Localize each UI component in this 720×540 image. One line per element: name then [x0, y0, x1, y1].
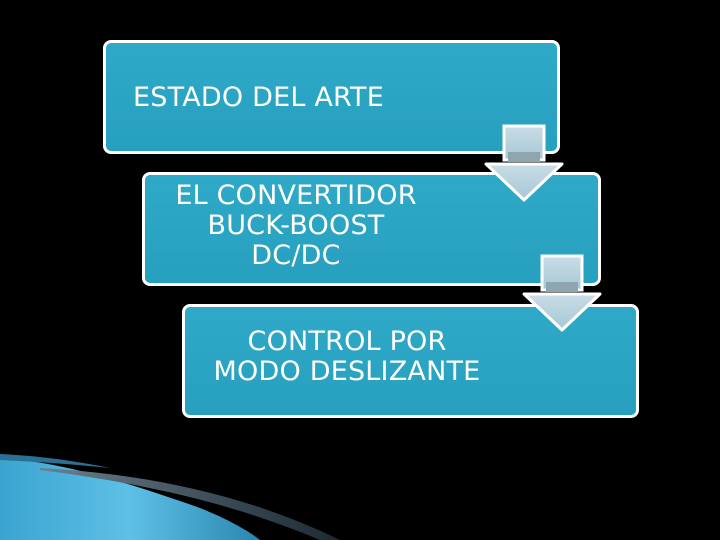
- step-3-line-1: CONTROL POR: [247, 326, 447, 357]
- diagram-step-1: ESTADO DEL ARTE: [103, 40, 560, 154]
- step-2-label: EL CONVERTIDOR BUCK-BOOST DC/DC: [165, 181, 427, 271]
- step-2-line-2: BUCK-BOOST: [207, 210, 385, 241]
- decorative-swoosh: [0, 454, 340, 540]
- down-arrow-icon: [522, 254, 602, 332]
- step-2-line-3: DC/DC: [251, 240, 341, 271]
- step-1-line-1: ESTADO DEL ARTE: [133, 82, 384, 113]
- down-arrow-icon: [484, 124, 564, 202]
- step-3-line-2: MODO DESLIZANTE: [213, 356, 481, 387]
- step-1-label: ESTADO DEL ARTE: [133, 83, 384, 113]
- diagram-step-2: EL CONVERTIDOR BUCK-BOOST DC/DC: [142, 172, 601, 286]
- step-2-line-1: EL CONVERTIDOR: [175, 180, 417, 211]
- step-3-label: CONTROL POR MODO DESLIZANTE: [185, 327, 509, 387]
